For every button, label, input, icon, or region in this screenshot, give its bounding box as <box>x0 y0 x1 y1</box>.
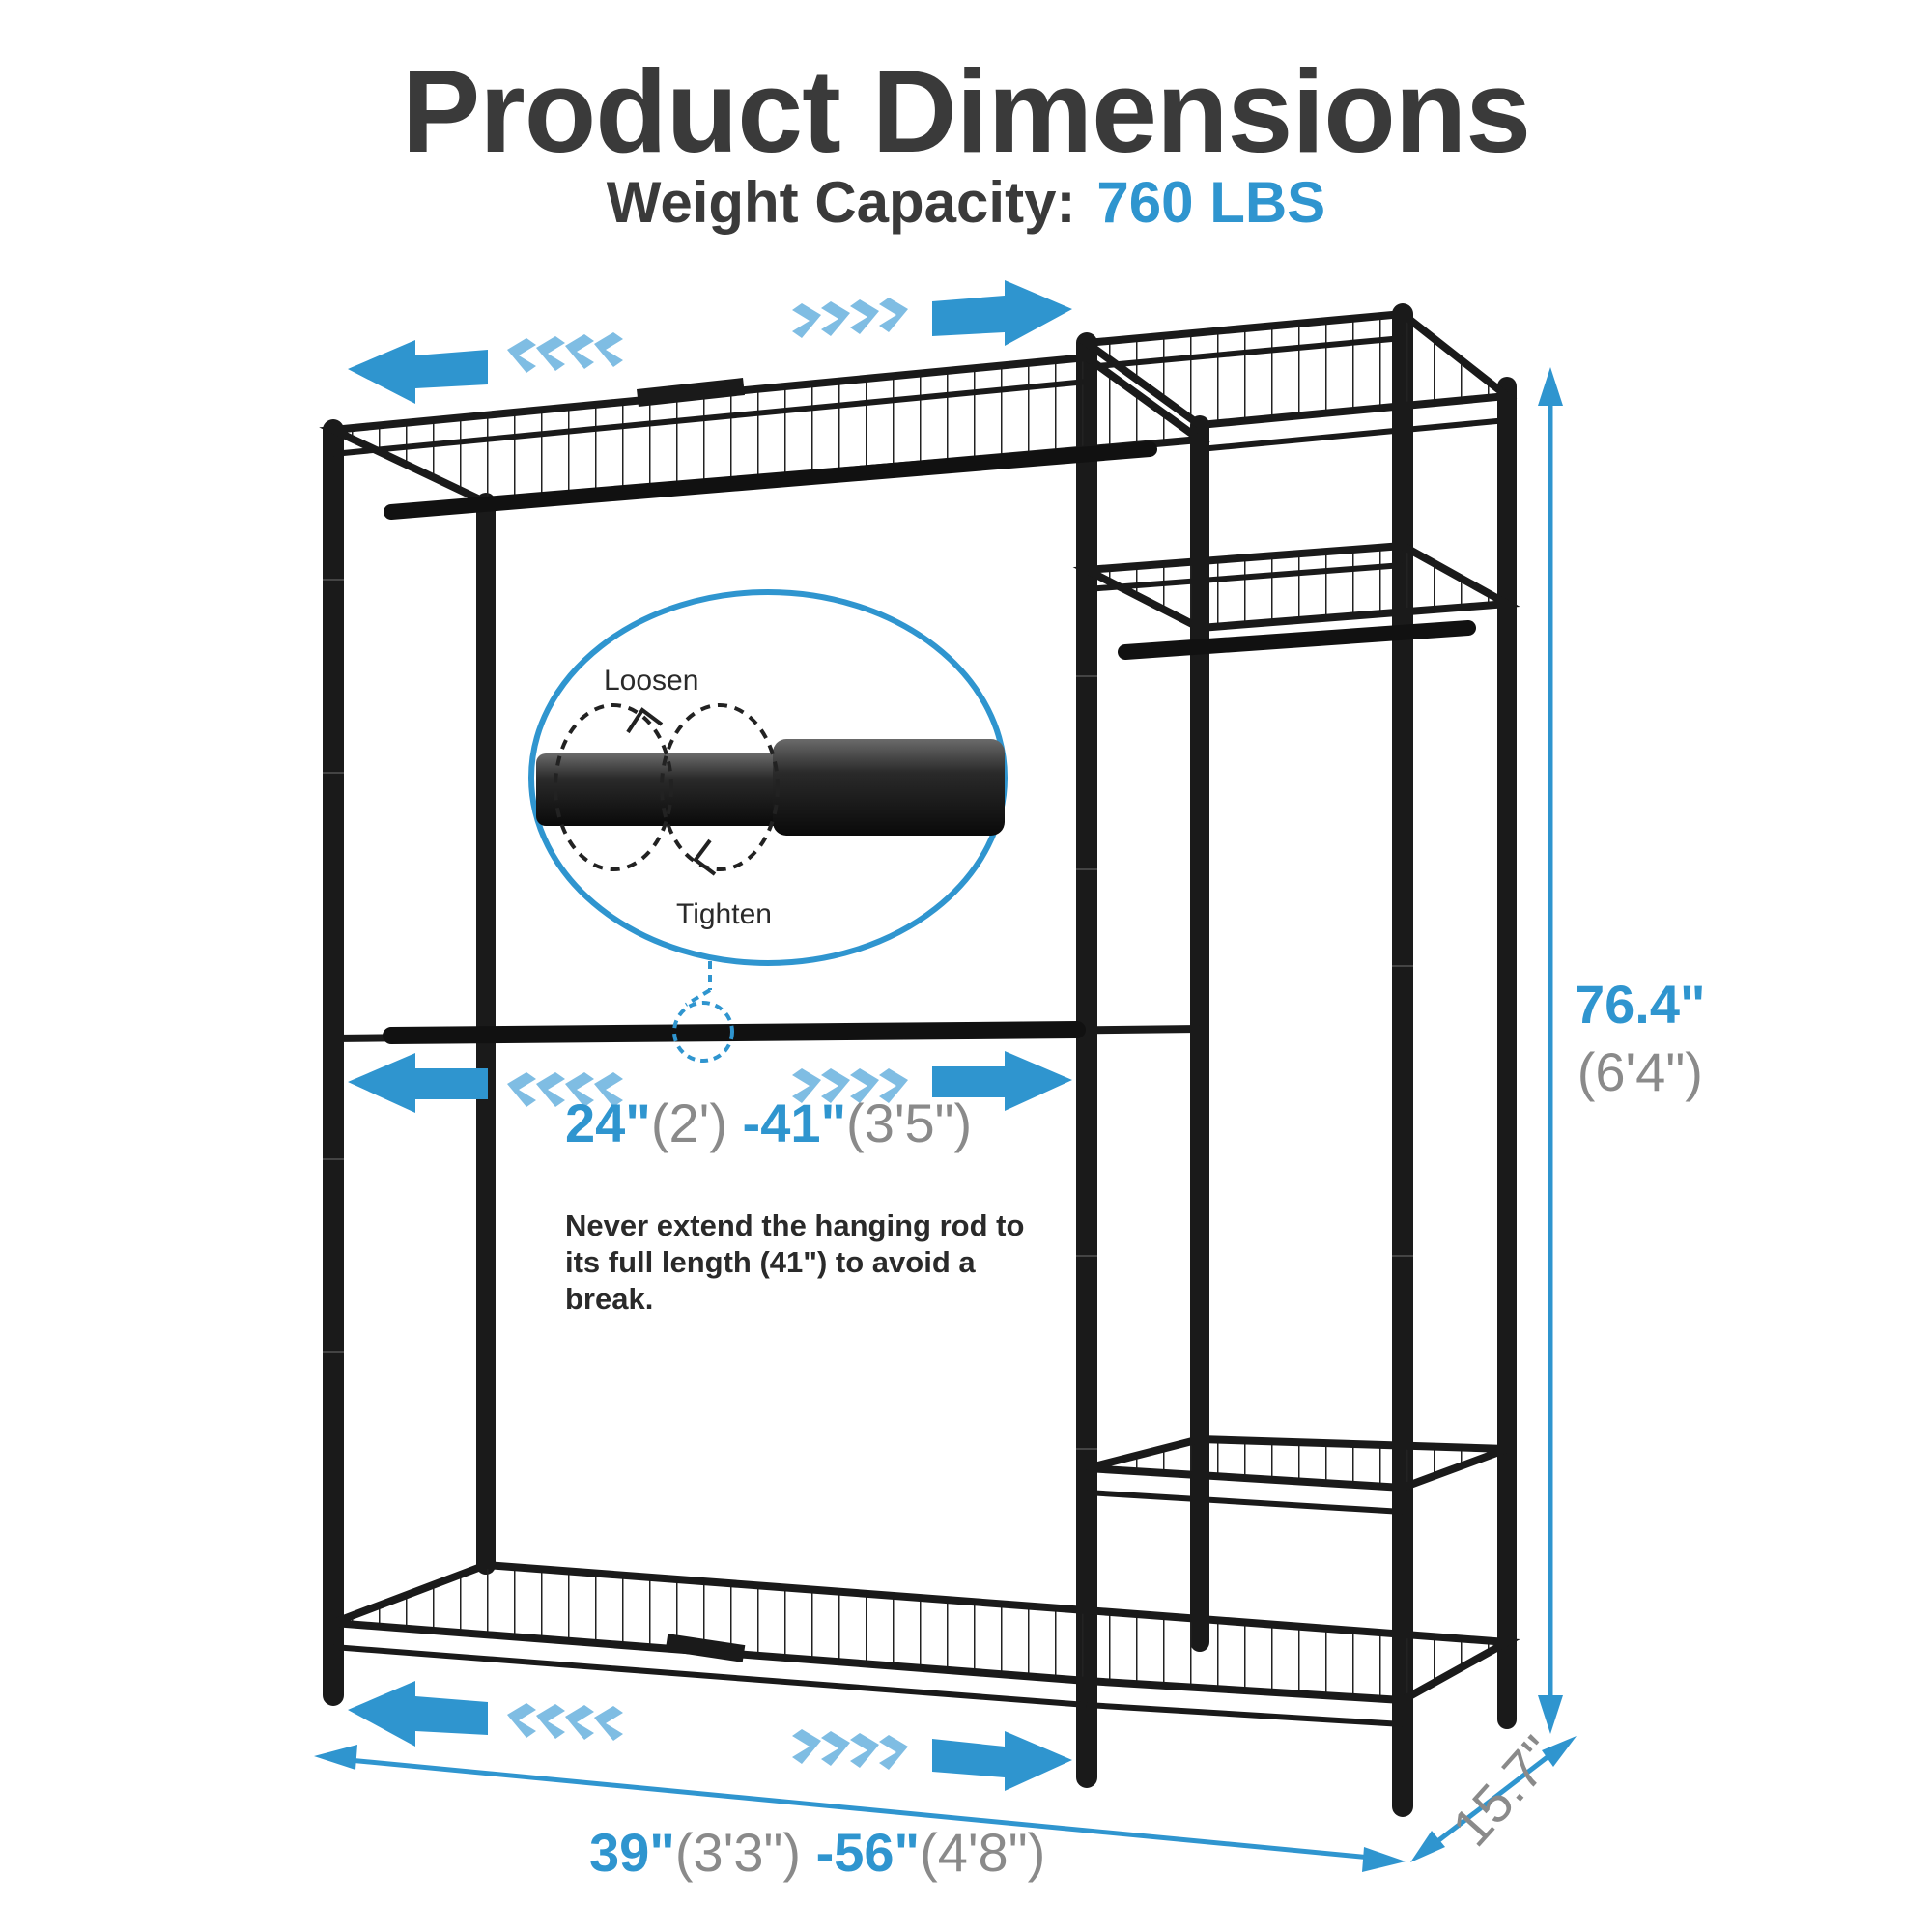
height-value: 76.4" <box>1575 974 1706 1035</box>
weight-capacity-value: 760 LBS <box>1096 170 1326 235</box>
page-title: Product Dimensions <box>401 45 1531 177</box>
rod-width-max: -41" <box>742 1093 847 1153</box>
length-min-ft: (3'3") <box>674 1822 801 1883</box>
tighten-label: Tighten <box>676 898 772 930</box>
height-dimension: 76.4" (6'4") <box>1575 971 1706 1106</box>
length-max: -56" <box>815 1822 921 1883</box>
weight-capacity-label: Weight Capacity: <box>606 170 1076 235</box>
top-left-chevrons <box>507 332 623 373</box>
height-dimension-line <box>1538 367 1563 1734</box>
length-dimension: 39"(3'3") -56"(4'8") <box>589 1821 1045 1884</box>
top-shelf-right <box>1076 309 1518 452</box>
rod-zoom-callout <box>528 589 1008 1063</box>
length-max-ft: (4'8") <box>920 1822 1046 1883</box>
height-value-ft: (6'4") <box>1577 1041 1703 1102</box>
right-lower-shelf <box>1086 1435 1509 1515</box>
top-shelf-left <box>319 353 1211 507</box>
rod-width-min: 24" <box>565 1093 651 1153</box>
warning-note: Never extend the hanging rod to its full… <box>565 1208 1025 1316</box>
rod-width-dimension: 24"(2') -41"(3'5") <box>565 1092 972 1154</box>
top-hanging-rod <box>384 441 1157 520</box>
depth-dimension-line <box>1410 1736 1577 1862</box>
width-arrows <box>348 280 1072 1791</box>
loosen-label: Loosen <box>604 665 699 696</box>
rod-width-min-ft: (2') <box>650 1093 727 1153</box>
length-min: 39" <box>589 1822 675 1883</box>
middle-hanging-rod <box>332 1021 1201 1044</box>
bottom-shelf <box>331 1560 1520 1727</box>
rod-width-max-ft: (3'5") <box>846 1093 973 1153</box>
length-dimension-line <box>314 1745 1406 1872</box>
weight-capacity: Weight Capacity: 760 LBS <box>0 169 1932 236</box>
right-upper-shelf <box>1072 541 1520 660</box>
